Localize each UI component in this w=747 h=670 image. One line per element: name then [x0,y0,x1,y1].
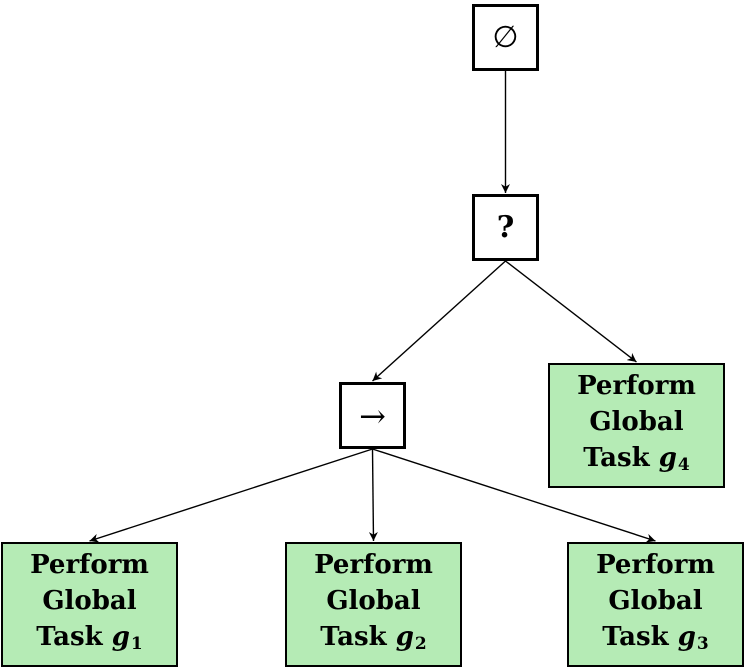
task-subscript: 1 [130,634,143,654]
task-word: Task [583,443,650,473]
task-variable: g [395,622,414,652]
task-label-line-1: Perform [314,550,433,580]
task-variable: g [111,622,130,652]
task-label-line-1: Perform [30,550,149,580]
task-variable: g [677,622,696,652]
task-label-line-3: Task g3 [602,619,708,662]
sequence-node: → [339,382,406,449]
task-label-line-2: Global [608,586,703,616]
task-label-line-2: Global [589,407,684,437]
task-variable: g [658,443,677,473]
task-word: Task [320,622,387,652]
task-label-line-2: Global [42,586,137,616]
fallback-node: ? [472,194,539,261]
task-label-line-3: Task g1 [36,619,142,662]
task-label-line-2: Global [326,586,421,616]
edge-fallback-to-g4 [505,260,637,363]
task-word: Task [36,622,103,652]
task-label-line-1: Perform [577,371,696,401]
task-label-line-3: Task g2 [320,619,426,662]
task-node-g1: Perform Global Task g1 [1,542,178,667]
empty-set-symbol: ∅ [492,20,519,55]
task-node-g2: Perform Global Task g2 [285,542,462,667]
edge-sequence-to-g3 [372,448,656,543]
right-arrow-symbol: → [359,396,386,435]
task-label-line-1: Perform [596,550,715,580]
root-node: ∅ [472,4,539,71]
task-subscript: 2 [414,634,427,654]
question-mark-symbol: ? [496,210,515,245]
edge-sequence-to-g2 [368,448,378,542]
task-label-line-3: Task g4 [583,440,689,483]
task-node-g3: Perform Global Task g3 [567,542,744,667]
edge-fallback-to-sequence [372,260,506,382]
task-subscript: 4 [677,455,690,475]
edge-sequence-to-g1 [89,448,373,543]
task-subscript: 3 [696,634,709,654]
task-word: Task [602,622,669,652]
task-node-g4: Perform Global Task g4 [548,363,725,488]
